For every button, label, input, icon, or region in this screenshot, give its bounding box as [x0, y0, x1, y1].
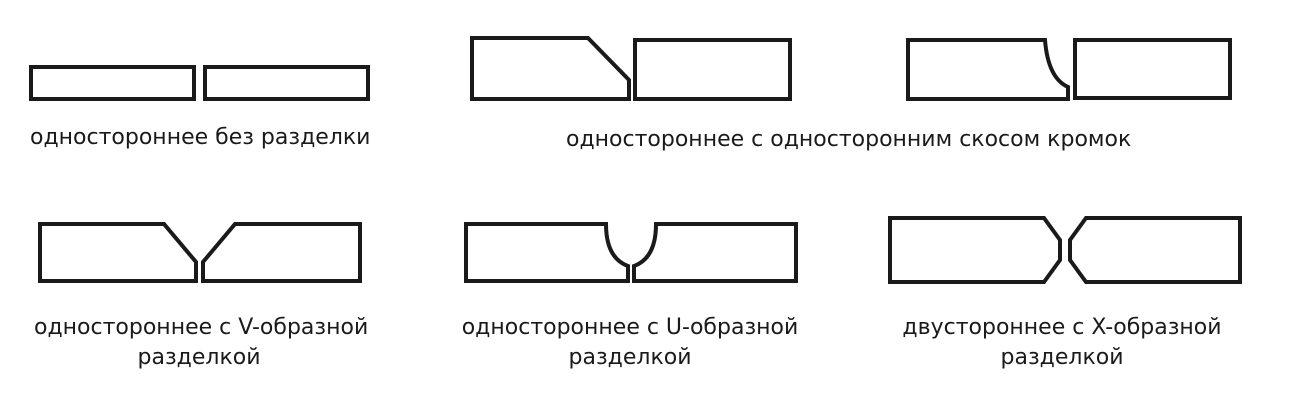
plate-left-x	[888, 216, 1062, 284]
caption-line: разделкой	[137, 345, 261, 370]
caption-single-bevel: одностороннее с односторонним скосом кро…	[566, 125, 1131, 155]
caption-single-u: одностороннее с U-образной разделкой	[460, 313, 800, 373]
plate-left-beveled	[470, 36, 631, 101]
plate-right-x	[1068, 216, 1242, 284]
joint-x-groove	[888, 216, 1242, 284]
joint-u-groove	[464, 222, 798, 283]
plate-right	[1073, 38, 1232, 100]
joint-v-groove	[38, 222, 362, 283]
caption-line: разделкой	[568, 345, 692, 370]
plate-right	[203, 65, 370, 101]
plate-right	[633, 38, 792, 101]
joint-single-bevel-curved	[906, 38, 1232, 101]
plate-left-curved-edge	[906, 38, 1070, 101]
caption-line: одностороннее с U-образной	[461, 315, 799, 340]
joint-square-butt	[29, 65, 370, 101]
caption-single-square: одностороннее без разделки	[30, 123, 370, 153]
plate-left	[29, 65, 196, 101]
caption-line: двустороннее с X-образной	[902, 315, 1222, 340]
plate-right-v	[201, 222, 362, 283]
caption-single-v: одностороннее с V-образной разделкой	[34, 313, 369, 373]
caption-double-x: двустороннее с X-образной разделкой	[897, 313, 1227, 373]
plate-left-u	[464, 222, 630, 283]
caption-line: разделкой	[1000, 345, 1124, 370]
joint-single-bevel-straight	[470, 36, 792, 101]
caption-line: одностороннее с односторонним скосом кро…	[566, 127, 1132, 152]
caption-line: одностороннее без разделки	[30, 125, 371, 150]
plate-right-u	[632, 222, 798, 283]
plate-left-v	[38, 222, 198, 283]
caption-line: одностороннее с V-образной	[34, 315, 369, 340]
